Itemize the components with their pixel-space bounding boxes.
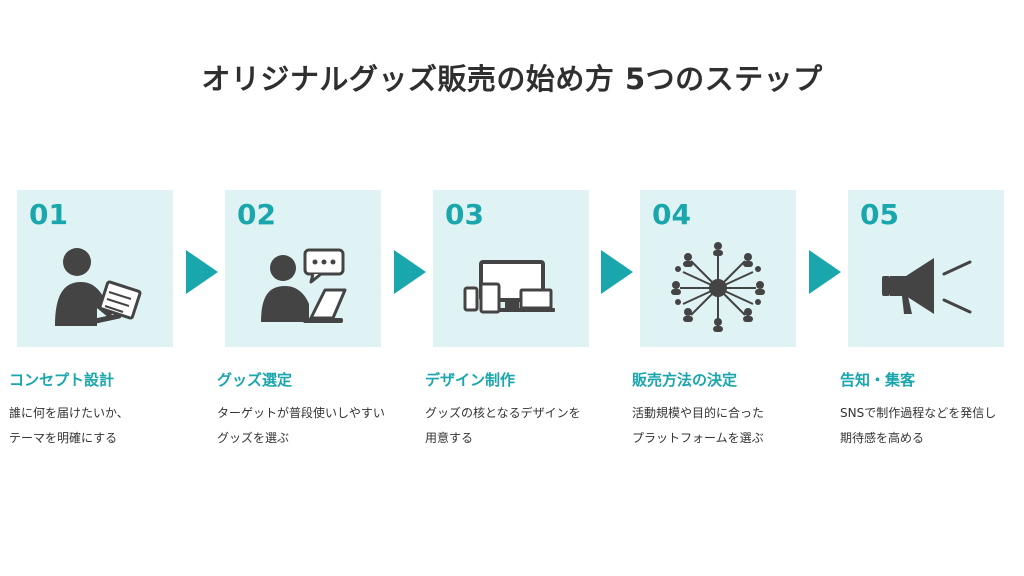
- step-description-2: ターゲットが普段使いしやすい グッズを選ぶ: [217, 401, 397, 451]
- step-box-2: 02: [225, 190, 381, 347]
- person-laptop-chat-icon: [261, 248, 347, 323]
- description-line: 誰に何を届けたいか、: [9, 406, 129, 420]
- step-description-4: 活動規模や目的に合った プラットフォームを選ぶ: [632, 401, 812, 451]
- step-description-5: SNSで制作過程などを発信し 期待感を高める: [840, 401, 998, 451]
- step-heading-3: デザイン制作: [425, 371, 516, 389]
- description-line: 期待感を高める: [840, 431, 925, 445]
- step-number: 02: [237, 198, 276, 231]
- step-arrow: [809, 250, 841, 294]
- step-arrow: [394, 250, 426, 294]
- description-line: 用意する: [425, 431, 474, 445]
- step-box-1: 01: [17, 190, 173, 347]
- step-number: 01: [29, 198, 68, 231]
- step-box-5: 05: [848, 190, 1004, 347]
- step-heading-2: グッズ選定: [217, 371, 293, 389]
- description-line: プラットフォームを選ぶ: [632, 431, 764, 445]
- step-description-3: グッズの核となるデザインを 用意する: [425, 401, 605, 451]
- description-line: グッズの核となるデザインを: [425, 406, 581, 420]
- step-number: 03: [445, 198, 484, 231]
- step-number: 04: [652, 198, 691, 231]
- megaphone-icon: [882, 258, 972, 314]
- description-line: SNSで制作過程などを発信し: [840, 406, 997, 420]
- step-heading-4: 販売方法の決定: [632, 371, 738, 389]
- step-arrow: [186, 250, 218, 294]
- step-heading-1: コンセプト設計: [9, 371, 115, 389]
- step-description-1: 誰に何を届けたいか、 テーマを明確にする: [9, 401, 189, 451]
- description-line: テーマを明確にする: [9, 431, 118, 445]
- step-heading-5: 告知・集客: [840, 371, 916, 389]
- description-line: 活動規模や目的に合った: [632, 406, 765, 420]
- step-box-4: 04: [640, 190, 796, 347]
- page-title: オリジナルグッズ販売の始め方 5つのステップ: [201, 62, 823, 96]
- person-writing-icon: [55, 248, 142, 326]
- description-line: グッズを選ぶ: [217, 431, 290, 445]
- description-line: ターゲットが普段使いしやすい: [217, 406, 385, 420]
- network-people-icon: [671, 242, 765, 332]
- step-arrow: [601, 250, 633, 294]
- devices-icon: [463, 260, 555, 314]
- step-number: 05: [860, 198, 899, 231]
- step-box-3: 03: [433, 190, 589, 347]
